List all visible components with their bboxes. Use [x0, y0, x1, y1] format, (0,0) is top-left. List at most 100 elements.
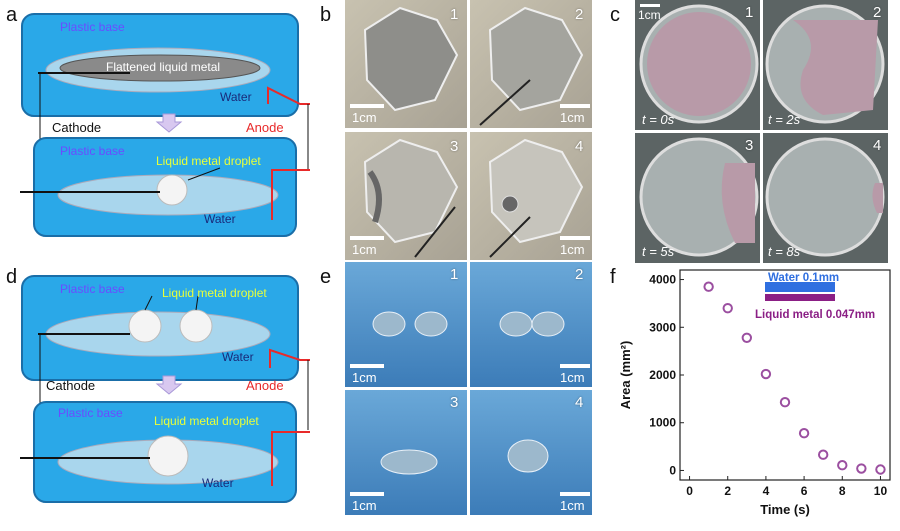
c-frame-3: 3: [745, 137, 754, 154]
b-photo-4: [470, 132, 592, 260]
e-scale-2: 1cm: [560, 370, 585, 385]
d-top-water-label: Water: [222, 350, 254, 364]
b4-droplet: [501, 195, 519, 213]
liquid-metal-droplet-a: [156, 174, 188, 206]
b-frame-2: 2: [575, 6, 584, 23]
a-bottom-water-label: Water: [204, 212, 236, 226]
legend-metal-label: Liquid metal 0.047mm: [755, 309, 875, 321]
x-tick-label: 4: [763, 484, 770, 498]
a-top-base-label: Plastic base: [60, 20, 125, 34]
e-photo-2: [470, 262, 592, 387]
e-frame-2: 2: [575, 266, 584, 283]
d-droplet-label: Liquid metal droplet: [162, 286, 267, 300]
panel-letter-a: a: [6, 4, 18, 26]
c-photo-3: [635, 133, 760, 263]
panel-letter-e: e: [320, 266, 332, 288]
y-tick-label: 3000: [649, 320, 676, 334]
data-point: [722, 302, 733, 314]
c-time-2: t = 2s: [768, 112, 801, 127]
d-bottom-water-label: Water: [202, 476, 234, 490]
b1-metal-film: [363, 6, 459, 112]
e-frame-3: 3: [450, 394, 459, 411]
data-point: [760, 368, 772, 380]
legend-water-label: Water 0.1mm: [768, 272, 839, 284]
b-scalebar-4: [560, 236, 590, 240]
e-photo-1: [345, 262, 467, 387]
x-tick-label: 6: [801, 484, 808, 498]
panel-letter-f: f: [610, 266, 616, 288]
d-top-base-label: Plastic base: [60, 282, 125, 296]
data-point: [856, 463, 867, 474]
x-tick-label: 8: [839, 484, 846, 498]
c-frame-4: 4: [873, 137, 882, 154]
c-time-3: t = 5s: [642, 244, 675, 259]
b-photo-3: [345, 132, 467, 260]
b-photo-1: [345, 0, 467, 128]
c-frame-1: 1: [745, 4, 754, 21]
e-photo-4: [470, 390, 592, 515]
x-tick-label: 2: [724, 484, 731, 498]
flattened-liquid-metal: [59, 54, 261, 82]
down-arrow-a: [155, 113, 183, 133]
e-frame-4: 4: [575, 394, 584, 411]
c-photo-1: [635, 0, 760, 130]
c-scalebar: [640, 4, 660, 7]
area-vs-time-chart: 0 2 4 6 8 10 0 1000 2000 3000 4000 Water 0.1mm Liq…: [618, 269, 891, 517]
e-scale-4: 1cm: [560, 498, 585, 513]
b-frame-3: 3: [450, 138, 459, 155]
panel-d-schematic: [20, 275, 310, 503]
d-cathode-label: Cathode: [46, 378, 96, 393]
panel-letter-b: b: [320, 4, 332, 26]
y-tick-label: 1000: [649, 416, 676, 430]
data-point: [779, 397, 791, 408]
d-bottom-droplet-label: Liquid metal droplet: [154, 414, 259, 428]
top-anode-wire: [267, 86, 310, 105]
c-frame-2: 2: [873, 4, 882, 21]
e-photo-3: [345, 390, 467, 515]
c-scale: 1cm: [638, 8, 661, 22]
data-point: [741, 332, 753, 343]
data-point: [817, 449, 829, 460]
d-left-droplet: [128, 309, 162, 343]
data-point: [875, 464, 886, 475]
plot-frame: [679, 269, 891, 481]
d-bottom-base-label: Plastic base: [58, 406, 123, 420]
c1-particles: [647, 12, 751, 116]
legend-metal-swatch: [765, 294, 835, 301]
e-scale-1: 1cm: [352, 370, 377, 385]
b-scalebar-1: [350, 104, 384, 108]
a-droplet-label: Liquid metal droplet: [156, 154, 261, 168]
e-scalebar-2: [560, 364, 590, 368]
y-tick-label: 0: [669, 463, 676, 477]
y-tick-label: 4000: [649, 273, 676, 287]
b-scale-4: 1cm: [560, 242, 585, 257]
e-scale-3: 1cm: [352, 498, 377, 513]
e-scalebar-1: [350, 364, 384, 368]
c-time-1: t = 0s: [642, 112, 675, 127]
data-point: [703, 281, 714, 292]
b-photo-2: [470, 0, 592, 128]
d-right-droplet: [179, 309, 213, 343]
d-anode-label: Anode: [246, 378, 284, 393]
x-tick-label: 10: [874, 484, 888, 498]
d-merged-droplet: [147, 435, 189, 477]
a-flattened-label: Flattened liquid metal: [106, 60, 221, 74]
a-anode-label: Anode: [246, 120, 284, 135]
c-photo-2: [763, 0, 888, 130]
b-scale-1: 1cm: [352, 110, 377, 125]
e-scalebar-4: [560, 492, 590, 496]
b-frame-1: 1: [450, 6, 459, 23]
b-scalebar-2: [560, 104, 590, 108]
e-scalebar-3: [350, 492, 384, 496]
y-tick-label: 2000: [649, 368, 676, 382]
b-scale-2: 1cm: [560, 110, 585, 125]
data-point: [798, 428, 810, 439]
panel-a-schematic: [20, 13, 310, 237]
x-tick-label: 0: [686, 484, 693, 498]
e-frame-1: 1: [450, 266, 459, 283]
legend-water-swatch: [765, 282, 835, 292]
a-top-water-label: Water: [220, 90, 252, 104]
b-scalebar-3: [350, 236, 384, 240]
panel-letter-c: c: [610, 4, 620, 26]
a-cathode-label: Cathode: [52, 120, 102, 135]
